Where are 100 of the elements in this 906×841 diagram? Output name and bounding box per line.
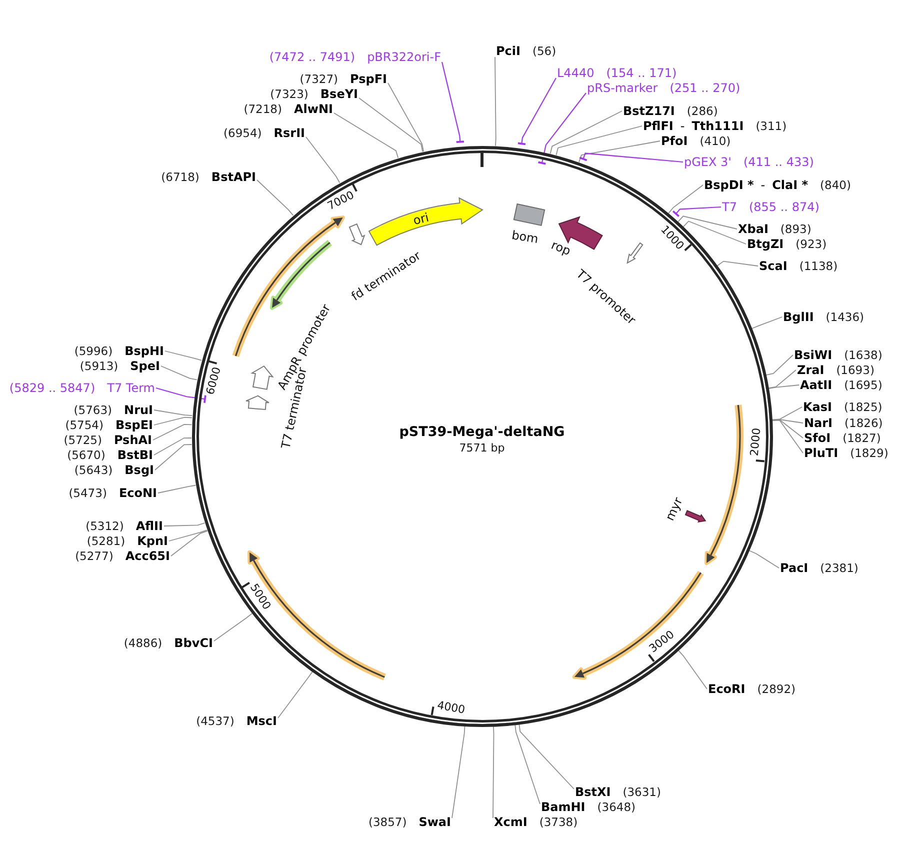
site-position: (5643)	[74, 462, 113, 478]
enzyme-name: AatII	[800, 377, 832, 393]
leader-line	[578, 152, 684, 163]
leader-line	[716, 260, 758, 266]
enzyme-name: BtgZI	[747, 236, 784, 252]
leader-line	[214, 613, 252, 642]
site-position: (3648)	[597, 799, 636, 815]
site-position: (311)	[756, 118, 787, 134]
primer-name: T7	[722, 199, 737, 215]
enzyme-name: BspDI *	[704, 177, 754, 193]
enzyme-name: RsrII	[274, 125, 305, 141]
feature-label: ori	[412, 210, 430, 228]
leader-line	[678, 216, 738, 230]
site-position: (5312)	[86, 518, 124, 534]
enzyme-name: AlwNI	[294, 101, 333, 117]
site-position: (1827)	[842, 430, 881, 446]
enzyme-name: BstBI	[117, 447, 153, 463]
site-position: (923)	[796, 236, 827, 252]
separator-dash: -	[760, 177, 766, 193]
site-position: (7323)	[270, 86, 308, 102]
enzyme-name: EcoRI	[708, 681, 746, 697]
leader-line	[278, 671, 313, 718]
site-position: (2381)	[820, 560, 858, 576]
leader-line	[441, 62, 465, 144]
leader-line	[168, 530, 208, 542]
enzyme-name: PflFI	[643, 118, 674, 134]
enzyme-name: AflII	[136, 518, 163, 534]
leader-line	[154, 410, 193, 416]
enzyme-name: SfoI	[804, 430, 831, 446]
primer-range: (251 .. 270)	[670, 80, 740, 96]
primer-name: L4440	[557, 65, 594, 81]
site-position: (56)	[532, 43, 556, 59]
site-position: (7218)	[244, 101, 282, 117]
site-position: (893)	[780, 221, 812, 237]
site-position: (6954)	[224, 125, 262, 141]
primer-name: T7 Term	[107, 380, 155, 396]
enzyme-name: BamHI	[541, 799, 586, 815]
primer-range: (5829 .. 5847)	[9, 380, 96, 396]
enzyme-name: PciI	[496, 43, 520, 59]
leader-line	[152, 424, 192, 440]
enzyme-name: BbvCI	[174, 635, 213, 651]
site-position: (1693)	[836, 362, 874, 378]
enzyme-name: PluTI	[804, 445, 838, 461]
site-position: (5996)	[74, 343, 113, 359]
feature-label: myr	[662, 495, 686, 523]
leader-line	[156, 387, 206, 404]
enzyme-name: ClaI *	[772, 177, 808, 193]
enzyme-name: KasI	[803, 399, 832, 415]
leader-line	[164, 350, 202, 361]
leader-line	[772, 406, 802, 420]
leader-line	[672, 206, 722, 218]
enzyme-name: SwaI	[418, 814, 451, 830]
enzyme-name: BstAPI	[211, 169, 256, 185]
primer-name: pBR322ori-F	[367, 49, 441, 65]
site-position: (286)	[686, 103, 718, 119]
scale-label: 4000	[436, 700, 466, 717]
site-position: (1829)	[850, 445, 888, 461]
primer-range: (154 .. 171)	[606, 65, 677, 81]
enzyme-name: PfoI	[661, 133, 688, 149]
site-position: (4537)	[196, 713, 234, 729]
site-position: (3631)	[622, 784, 661, 800]
primer-name: pGEX 3'	[684, 154, 732, 170]
leader-line	[358, 98, 424, 152]
leader-line	[682, 220, 746, 244]
leader-line	[514, 724, 540, 804]
separator-dash: -	[680, 118, 685, 134]
enzyme-name: PspFI	[350, 71, 387, 87]
site-position: (2892)	[757, 681, 796, 697]
enzyme-name: Tth111I	[692, 118, 744, 134]
enzyme-name: XbaI	[738, 221, 768, 237]
leader-line	[160, 366, 198, 380]
site-position: (6718)	[161, 169, 200, 185]
leader-line	[772, 420, 804, 454]
leader-line	[768, 370, 796, 388]
enzyme-name: PacI	[780, 560, 808, 576]
enzyme-name: BspHI	[124, 343, 164, 359]
enzyme-name: MscI	[246, 713, 277, 729]
leader-line	[158, 484, 196, 494]
leader-line	[154, 438, 192, 456]
enzyme-name: XcmI	[494, 814, 528, 830]
leader-line	[766, 354, 794, 376]
enzyme-name: BsgI	[124, 462, 154, 478]
leader-line	[170, 530, 208, 556]
site-position: (5277)	[75, 548, 114, 564]
leader-line	[748, 550, 780, 568]
enzyme-name: SpeI	[130, 358, 160, 374]
enzyme-name: PshAI	[114, 432, 152, 448]
enzyme-name: Acc65I	[125, 548, 170, 564]
enzyme-name: NarI	[804, 415, 833, 431]
site-position: (1695)	[844, 377, 882, 393]
leader-line	[516, 78, 556, 146]
primer-range: (411 .. 433)	[743, 154, 814, 170]
site-position: (1138)	[799, 258, 838, 274]
plasmid-size: 7571 bp	[459, 442, 505, 454]
enzyme-name: ZraI	[797, 362, 824, 378]
enzyme-name: EcoNI	[118, 485, 157, 501]
site-position: (4886)	[124, 635, 162, 651]
site-position: (5763)	[74, 402, 112, 418]
scale-label: 6000	[204, 366, 224, 396]
site-position: (1638)	[844, 347, 882, 363]
